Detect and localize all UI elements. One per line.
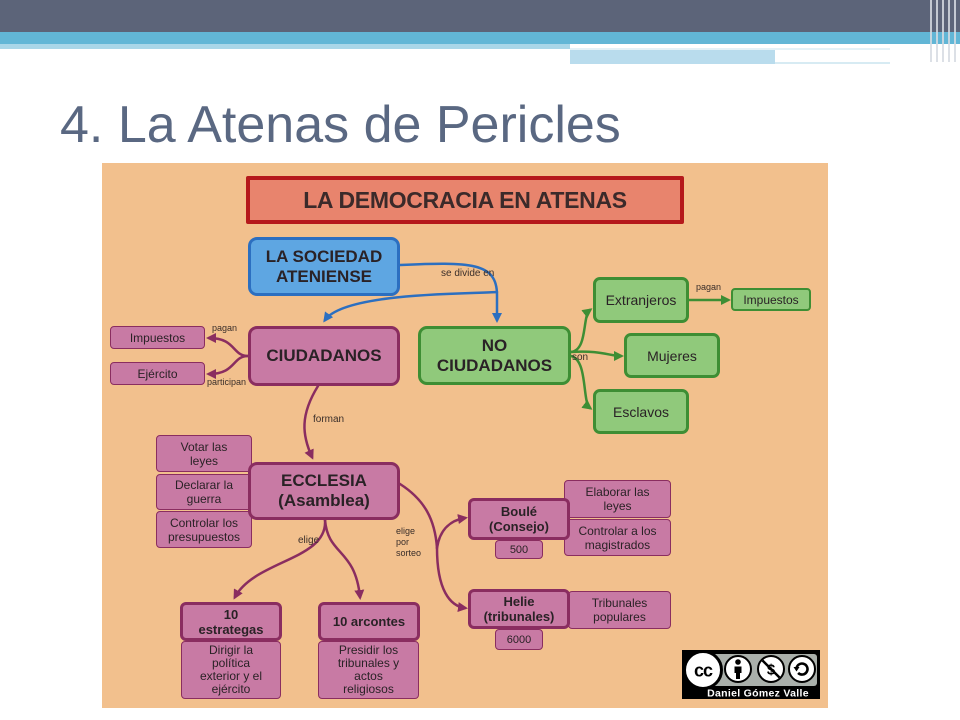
node-arcontes: 10 arcontes: [318, 602, 420, 641]
node-ciudadanos-impuestos: Impuestos: [110, 326, 205, 349]
node-ciudadanos-ejercito: Ejército: [110, 362, 205, 385]
cc-logo-text: cc: [694, 661, 713, 681]
diagram-heading: LA DEMOCRACIA EN ATENAS: [246, 176, 684, 224]
node-estrategas: 10 estrategas: [180, 602, 282, 641]
license-author: Daniel Gómez Valle: [707, 688, 809, 700]
edge-label-pagan: pagan: [696, 282, 722, 292]
cc-license-badge: cc $ Daniel Gómez Valle: [682, 650, 820, 699]
edge-label-pagan: pagan: [212, 323, 238, 333]
edge-label-se-divide-en: se divide en: [441, 268, 495, 279]
node-helie: Helie (tribunales): [468, 589, 570, 629]
node-extranjeros: Extranjeros: [593, 277, 689, 323]
node-ecclesia-function: Controlar los presupuestos: [156, 511, 252, 548]
node-helie-members: 6000: [495, 629, 543, 650]
edge-label-participan: participan: [207, 377, 247, 387]
node-boule-members: 500: [495, 540, 543, 559]
header-tab-block: [570, 50, 775, 64]
header-thin-line: [775, 62, 890, 64]
node-ecclesia-function: Declarar la guerra: [156, 474, 252, 510]
node-ecclesia: ECCLESIA (Asamblea): [248, 462, 400, 520]
edge-label-elige-por-sorteo: elige por sorteo: [396, 526, 422, 558]
header-accent-stripe: [0, 32, 960, 44]
edge-label-son: son: [572, 352, 589, 363]
node-helie-function: Tribunales populares: [568, 591, 671, 629]
by-icon: [724, 655, 752, 683]
node-boule: Boulé (Consejo): [468, 498, 570, 540]
node-arcontes-function: Presidir los tribunales y actos religios…: [318, 641, 419, 699]
header-light-stripe: [0, 44, 570, 49]
slide-title: 4. La Atenas de Pericles: [60, 96, 621, 154]
node-boule-function: Elaborar las leyes: [564, 480, 671, 518]
edge-label-forman: forman: [313, 414, 345, 425]
node-estrategas-function: Dirigir la política exterior y el ejérci…: [181, 641, 281, 699]
node-boule-function: Controlar a los magistrados: [564, 519, 671, 556]
node-ciudadanos: CIUDADANOS: [248, 326, 400, 386]
header-white-line: [570, 48, 890, 50]
cc-icon: cc: [683, 650, 723, 690]
nc-icon: $: [757, 655, 785, 683]
header-bar: [0, 0, 960, 32]
node-sociedad-ateniense: LA SOCIEDAD ATENIENSE: [248, 237, 400, 296]
edge-label-elige: elige: [298, 535, 320, 546]
header-vertical-stripes: [926, 0, 960, 62]
node-esclavos: Esclavos: [593, 389, 689, 434]
sa-icon: [788, 655, 816, 683]
node-no-ciudadanos: NO CIUDADANOS: [418, 326, 571, 385]
node-mujeres: Mujeres: [624, 333, 720, 378]
node-ecclesia-function: Votar las leyes: [156, 435, 252, 472]
node-extranjeros-impuestos: Impuestos: [731, 288, 811, 311]
